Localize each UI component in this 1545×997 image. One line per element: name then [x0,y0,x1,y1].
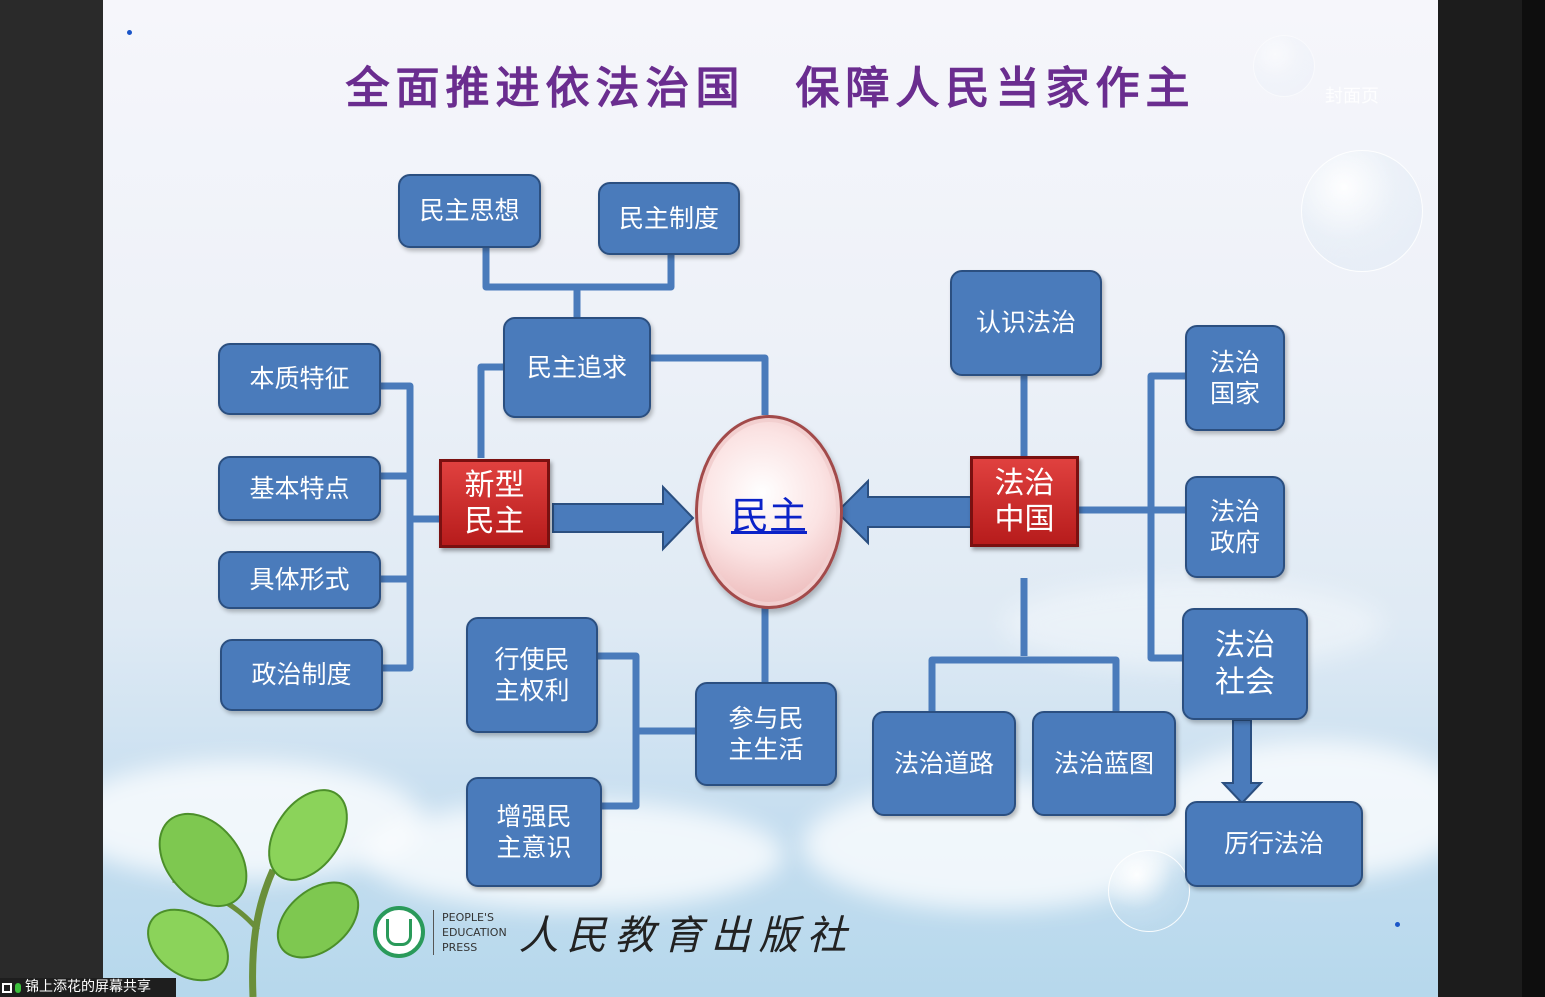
cover-page-link[interactable]: 封面页 [1325,86,1379,107]
corner-dot [127,30,132,35]
red-box-rule-of-law-china[interactable]: 法治 中国 [970,456,1079,547]
right-black-bar [1438,0,1545,997]
box-rule-of-law-country[interactable]: 法治 国家 [1185,325,1285,431]
center-democracy-oval[interactable]: 民主 [695,415,843,609]
left-black-bar [0,0,103,997]
box-exercise-rights[interactable]: 行使民 主权利 [466,617,598,733]
bg-bubble [1108,850,1190,932]
box-basic-characteristics[interactable]: 基本特点 [218,456,381,521]
publisher-english-line: PEOPLE'S [442,910,494,924]
screen-share-bar[interactable]: 锦上添花的屏幕共享 [0,978,176,997]
box-participate-life[interactable]: 参与民 主生活 [695,682,837,786]
box-understand-rule-of-law[interactable]: 认识法治 [950,270,1102,376]
plant-decoration [147,789,360,997]
publisher-english: PEOPLE'S EDUCATION PRESS [433,909,507,955]
box-essential-features[interactable]: 本质特征 [218,343,381,415]
connector-lines [381,248,1264,810]
box-political-system[interactable]: 政治制度 [220,639,383,711]
box-rule-of-law-society[interactable]: 法治 社会 [1182,608,1308,720]
publisher-chinese: 人民教育出版社 [518,913,855,959]
slide: 全面推进依法治国 保障人民当家作主 封面页 [103,0,1438,997]
box-practice-rule-of-law[interactable]: 厉行法治 [1185,801,1363,887]
bg-bubble [1253,35,1315,97]
box-democratic-pursuit[interactable]: 民主追求 [503,317,651,418]
box-democratic-system[interactable]: 民主制度 [598,182,740,255]
screen-share-label: 锦上添花的屏幕共享 [25,979,151,995]
box-democratic-thought[interactable]: 民主思想 [398,174,541,248]
box-rule-of-law-blueprint[interactable]: 法治蓝图 [1032,711,1176,816]
box-rule-of-law-government[interactable]: 法治 政府 [1185,476,1285,578]
screen-share-icon [2,982,12,993]
microphone-icon[interactable] [15,982,21,993]
box-enhance-awareness[interactable]: 增强民 主意识 [466,777,602,887]
corner-dot [1395,922,1400,927]
red-box-new-democracy[interactable]: 新型 民主 [439,459,550,548]
center-democracy-link[interactable]: 民主 [730,493,807,538]
pep-emblem-icon [373,906,425,958]
box-rule-of-law-road[interactable]: 法治道路 [872,711,1016,816]
box-specific-forms[interactable]: 具体形式 [218,551,381,609]
publisher-logo: PEOPLE'S EDUCATION PRESS 人民教育出版社 [373,900,855,964]
publisher-english-line: PRESS [442,940,478,954]
publisher-english-line: EDUCATION [442,925,507,939]
slide-title: 全面推进依法治国 保障人民当家作主 [345,63,1196,114]
bg-bubble [1301,150,1423,272]
